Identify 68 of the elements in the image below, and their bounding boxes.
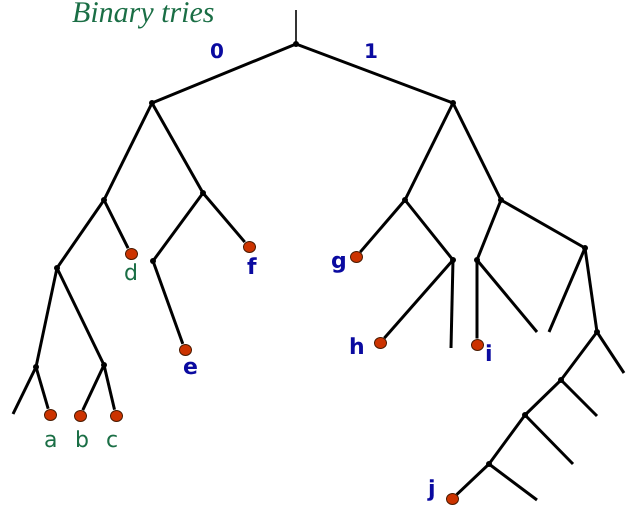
title: Binary tries [72, 0, 214, 28]
leaf-dot [124, 248, 138, 260]
leaf-letter: d [124, 262, 138, 286]
tree-branch [12, 366, 38, 415]
junction-point [149, 100, 155, 106]
tree-branch [596, 331, 626, 374]
tree-branch [359, 199, 406, 254]
tree-branch [102, 199, 130, 249]
tree-branch [560, 331, 598, 381]
tree-branch [152, 260, 184, 344]
tree-branch [584, 248, 598, 332]
leaf-dot [178, 344, 192, 356]
junction-point [474, 257, 480, 263]
junction-point [522, 412, 528, 418]
leaf-dot [470, 339, 484, 351]
junction-point [200, 190, 206, 196]
junction-point [101, 362, 107, 368]
tree-branch [560, 378, 598, 418]
tree-branch [404, 102, 454, 201]
junction-point [498, 197, 504, 203]
leaf-dot [350, 251, 362, 263]
tree-branch [452, 102, 502, 201]
junction-point [54, 265, 60, 271]
tree-branch [102, 102, 154, 201]
leaf-dot [242, 241, 256, 253]
tree-branch [524, 378, 562, 416]
leaf-letter: e [183, 356, 198, 380]
leaf-letter: h [349, 336, 365, 360]
tree-branch [476, 259, 538, 333]
tree-branch [456, 462, 490, 496]
tree-branch [488, 414, 526, 465]
leaf-letter: b [75, 429, 89, 453]
junction-point [486, 461, 492, 467]
tree-branch [150, 102, 204, 194]
leaf-dot [374, 337, 386, 349]
junction-point [558, 377, 564, 383]
tree-branch [295, 10, 297, 44]
tree-branch [56, 199, 106, 269]
junction-point [101, 197, 107, 203]
junction-point [150, 258, 156, 264]
tree-branch [56, 267, 106, 366]
leaf-dot [44, 409, 56, 421]
tree-branch [102, 364, 116, 410]
tree-branch [500, 198, 586, 250]
tree-branch [524, 414, 574, 466]
tree-branch [404, 199, 454, 261]
junction-point [293, 41, 299, 47]
tree-branch [34, 268, 58, 368]
tree-branch [152, 192, 204, 262]
tree-branch [488, 462, 538, 502]
leaf-letter: f [247, 256, 257, 280]
junction-point [33, 364, 39, 370]
tree-branch [202, 192, 246, 244]
junction-point [450, 100, 456, 106]
leaf-letter: g [331, 250, 347, 274]
leaf-dot [74, 410, 86, 422]
leaf-dot [446, 493, 458, 505]
tree-branch [34, 366, 50, 410]
tree-branch [383, 259, 454, 340]
junction-point [594, 329, 600, 335]
leaf-letter: a [44, 429, 58, 453]
leaf-letter: i [485, 343, 493, 367]
leaf-letter: j [428, 478, 436, 502]
tree-branch [476, 260, 478, 338]
leaf-letter: c [106, 429, 118, 453]
leaf-dot [110, 410, 122, 422]
junction-point [582, 245, 588, 251]
junction-point [402, 197, 408, 203]
